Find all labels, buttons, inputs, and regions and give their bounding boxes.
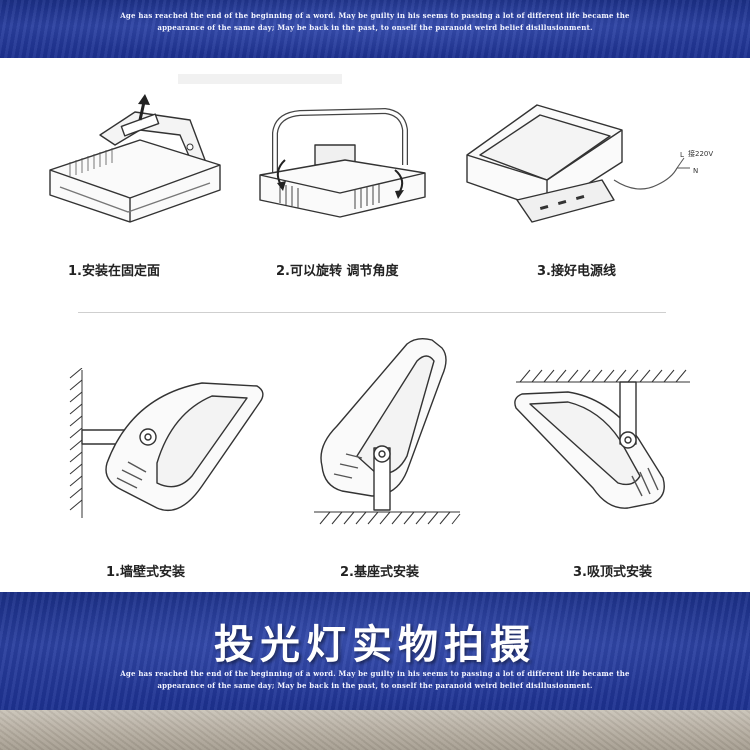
wall-mount-illustration [69, 368, 264, 518]
step3-wiring-illustration: 接220V L N [466, 104, 713, 223]
base-mount-illustration [314, 337, 461, 525]
wall-mount-caption: 1.墙壁式安装 [106, 565, 185, 580]
voltage-label: 接220V [688, 149, 713, 158]
concrete-photo-strip [0, 710, 750, 750]
top-tagline-line2: appearance of the same day; May be back … [157, 23, 593, 32]
base-mount-caption: 2.基座式安装 [340, 565, 419, 580]
step3-caption: 3.接好电源线 [537, 264, 616, 279]
neutral-label: N [693, 167, 698, 175]
ceiling-mount-caption: 3.吸顶式安装 [573, 565, 652, 580]
section-divider [78, 312, 666, 313]
step2-rotate-illustration [259, 108, 426, 218]
bottom-banner [0, 592, 750, 710]
step1-mount-illustration [49, 94, 221, 223]
bottom-tagline: Age has reached the end of the beginning… [0, 668, 750, 692]
top-banner: Age has reached the end of the beginning… [0, 0, 750, 58]
ceiling-mount-illustration [514, 369, 690, 509]
step1-caption: 1.安装在固定面 [68, 264, 160, 279]
product-photo-title: 投光灯实物拍摄 [214, 622, 536, 668]
top-tagline: Age has reached the end of the beginning… [0, 10, 750, 34]
top-tagline-line1: Age has reached the end of the beginning… [120, 11, 630, 20]
bottom-tagline-line1: Age has reached the end of the beginning… [120, 669, 630, 678]
step2-caption: 2.可以旋转 调节角度 [276, 264, 399, 279]
bottom-tagline-line2: appearance of the same day; May be back … [157, 681, 593, 690]
live-label: L [680, 151, 684, 159]
placeholder-bar [178, 74, 342, 84]
